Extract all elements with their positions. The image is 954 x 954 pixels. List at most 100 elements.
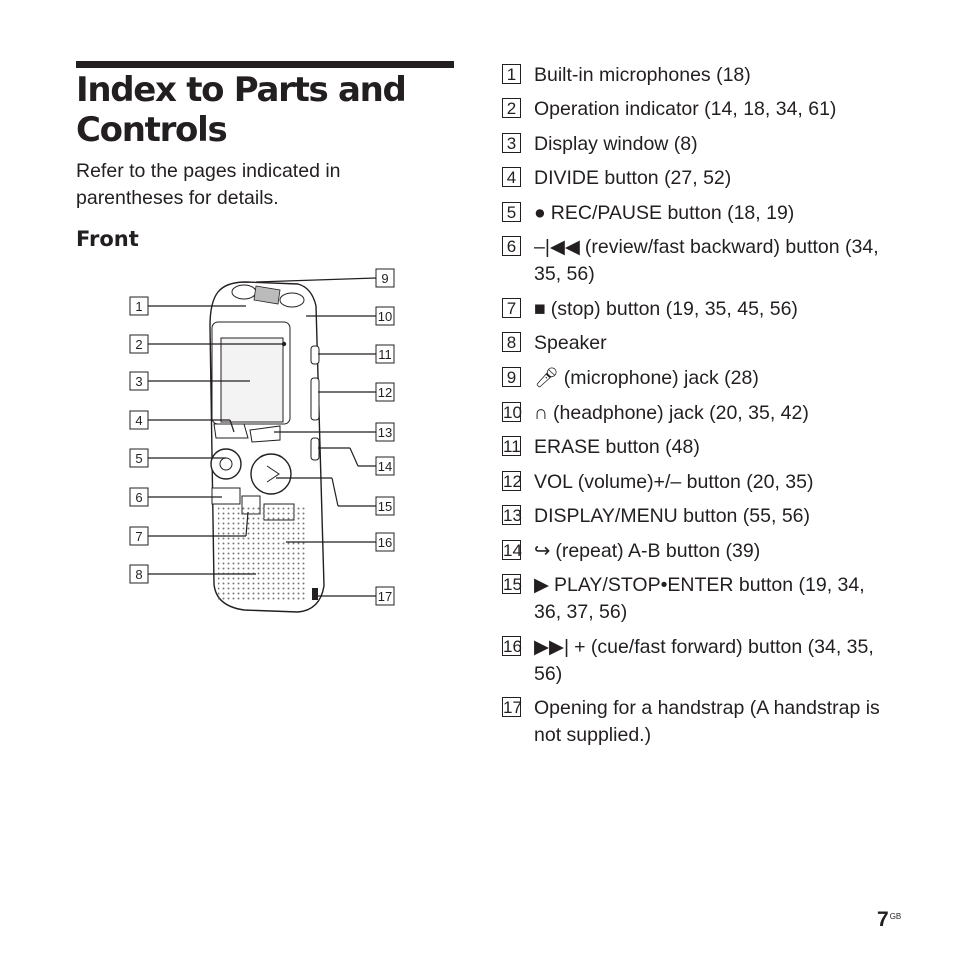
callout-5: 5 [129, 448, 149, 468]
callout-number: 10 [378, 309, 392, 324]
item-text-wrap: Built-in microphones (18) [534, 62, 894, 89]
item-text: REC/PAUSE button (18, 19) [550, 202, 795, 224]
callout-number: 13 [378, 425, 392, 440]
callout-number: 17 [378, 589, 392, 604]
callout-number: 5 [135, 451, 142, 466]
callout-10: 10 [375, 306, 395, 326]
item-number: 5 [502, 202, 521, 222]
section-heading: Front [76, 227, 139, 251]
item-text: PLAY/STOP•ENTER button (19, 34, 36, 37, … [534, 574, 865, 623]
callout-number: 4 [135, 413, 142, 428]
repeat-side-button [310, 437, 320, 461]
item-text: + (cue/fast forward) button (34, 35, 56) [534, 636, 874, 685]
callout-number: 9 [381, 271, 388, 286]
item-text-wrap: ↪(repeat) A-B button (39) [534, 538, 894, 565]
callout-lines [148, 277, 377, 597]
item-text-wrap: DISPLAY/MENU button (55, 56) [534, 503, 894, 530]
item-number: 9 [502, 367, 521, 387]
callout-number: 16 [378, 535, 392, 550]
intro-text: Refer to the pages indicated in parenthe… [76, 160, 341, 209]
speaker-grille [218, 506, 306, 602]
item-text-wrap: ●REC/PAUSE button (18, 19) [534, 200, 894, 227]
handstrap-opening [312, 588, 318, 600]
item-number: 6 [502, 236, 521, 256]
page-number: 7GB [877, 908, 902, 931]
item-text-wrap: VOL (volume)+/– button (20, 35) [534, 469, 894, 496]
review-icon: –|◀◀ [534, 236, 580, 258]
item-text-wrap: Operation indicator (14, 18, 34, 61) [534, 96, 894, 123]
callout-number: 3 [135, 374, 142, 389]
rec-button-shape [210, 448, 242, 480]
cue-icon: ▶▶| [534, 636, 570, 658]
item-text: (headphone) jack (20, 35, 42) [553, 402, 809, 424]
item-text-wrap: ERASE button (48) [534, 434, 894, 461]
play-icon: ▶ [534, 574, 549, 596]
item-text-wrap: ▶▶|+ (cue/fast forward) button (34, 35, … [534, 634, 894, 688]
item-number: 8 [502, 332, 521, 352]
item-text: DIVIDE button (27, 52) [534, 167, 732, 189]
erase-side-button [310, 345, 320, 365]
item-number: 12 [502, 471, 522, 491]
item-number: 15 [502, 574, 522, 594]
item-text: Operation indicator (14, 18, 34, 61) [534, 98, 837, 120]
callout-number: 11 [378, 347, 392, 362]
callout-16: 16 [375, 532, 395, 552]
callout-number: 6 [135, 490, 142, 505]
item-text: (stop) button (19, 35, 45, 56) [550, 298, 798, 320]
divide-button-shape [213, 423, 249, 439]
item-text-wrap: ∩(headphone) jack (20, 35, 42) [534, 400, 894, 427]
operation-indicator-dot [281, 341, 287, 347]
item-number: 16 [502, 636, 522, 656]
item-number: 7 [502, 298, 521, 318]
item-text: (repeat) A-B button (39) [555, 540, 761, 562]
item-text-wrap: Opening for a handstrap (A handstrap is … [534, 695, 894, 749]
callout-17: 17 [375, 586, 395, 606]
play-button-shape [250, 453, 292, 495]
item-text: Speaker [534, 332, 607, 354]
mic-grille [253, 285, 281, 305]
mic-left [231, 284, 257, 300]
vol-side-button [310, 377, 320, 421]
item-number: 13 [502, 505, 522, 525]
callout-6: 6 [129, 487, 149, 507]
callout-14: 14 [375, 456, 395, 476]
item-text: VOL (volume)+/– button (20, 35) [534, 471, 814, 493]
callout-2: 2 [129, 334, 149, 354]
callout-15: 15 [375, 496, 395, 516]
callout-number: 7 [135, 529, 142, 544]
callout-13: 13 [375, 422, 395, 442]
item-text-wrap: DIVIDE button (27, 52) [534, 165, 894, 192]
callout-9: 9 [375, 268, 395, 288]
item-number: 1 [502, 64, 521, 84]
item-text-wrap: ▶PLAY/STOP•ENTER button (19, 34, 36, 37,… [534, 572, 894, 626]
callout-number: 8 [135, 567, 142, 582]
callout-7: 7 [129, 526, 149, 546]
item-text: (microphone) jack (28) [563, 367, 759, 389]
callout-number: 2 [135, 337, 142, 352]
stop-icon: ■ [534, 298, 546, 320]
callout-12: 12 [375, 382, 395, 402]
item-text-wrap: Display window (8) [534, 131, 894, 158]
title-rule [76, 61, 454, 68]
callout-number: 14 [378, 459, 392, 474]
item-text-wrap: Speaker [534, 330, 894, 357]
item-text-wrap: ■(stop) button (19, 35, 45, 56) [534, 296, 894, 323]
display-window [220, 337, 284, 423]
item-number: 4 [502, 167, 521, 187]
item-text: DISPLAY/MENU button (55, 56) [534, 505, 811, 527]
callout-number: 1 [135, 299, 142, 314]
item-text: Display window (8) [534, 133, 698, 155]
item-number: 10 [502, 402, 522, 422]
headphone-icon: ∩ [534, 402, 549, 424]
callout-8: 8 [129, 564, 149, 584]
display-button-shape [249, 425, 281, 443]
callout-4: 4 [129, 410, 149, 430]
item-text: Opening for a handstrap (A handstrap is … [534, 697, 880, 746]
item-number: 17 [502, 697, 522, 717]
microphone-icon: 🎤︎ [534, 367, 559, 389]
item-text: ERASE button (48) [534, 436, 700, 458]
mic-right [279, 292, 305, 308]
review-button-shape [211, 487, 241, 505]
item-text: Built-in microphones (18) [534, 64, 751, 86]
